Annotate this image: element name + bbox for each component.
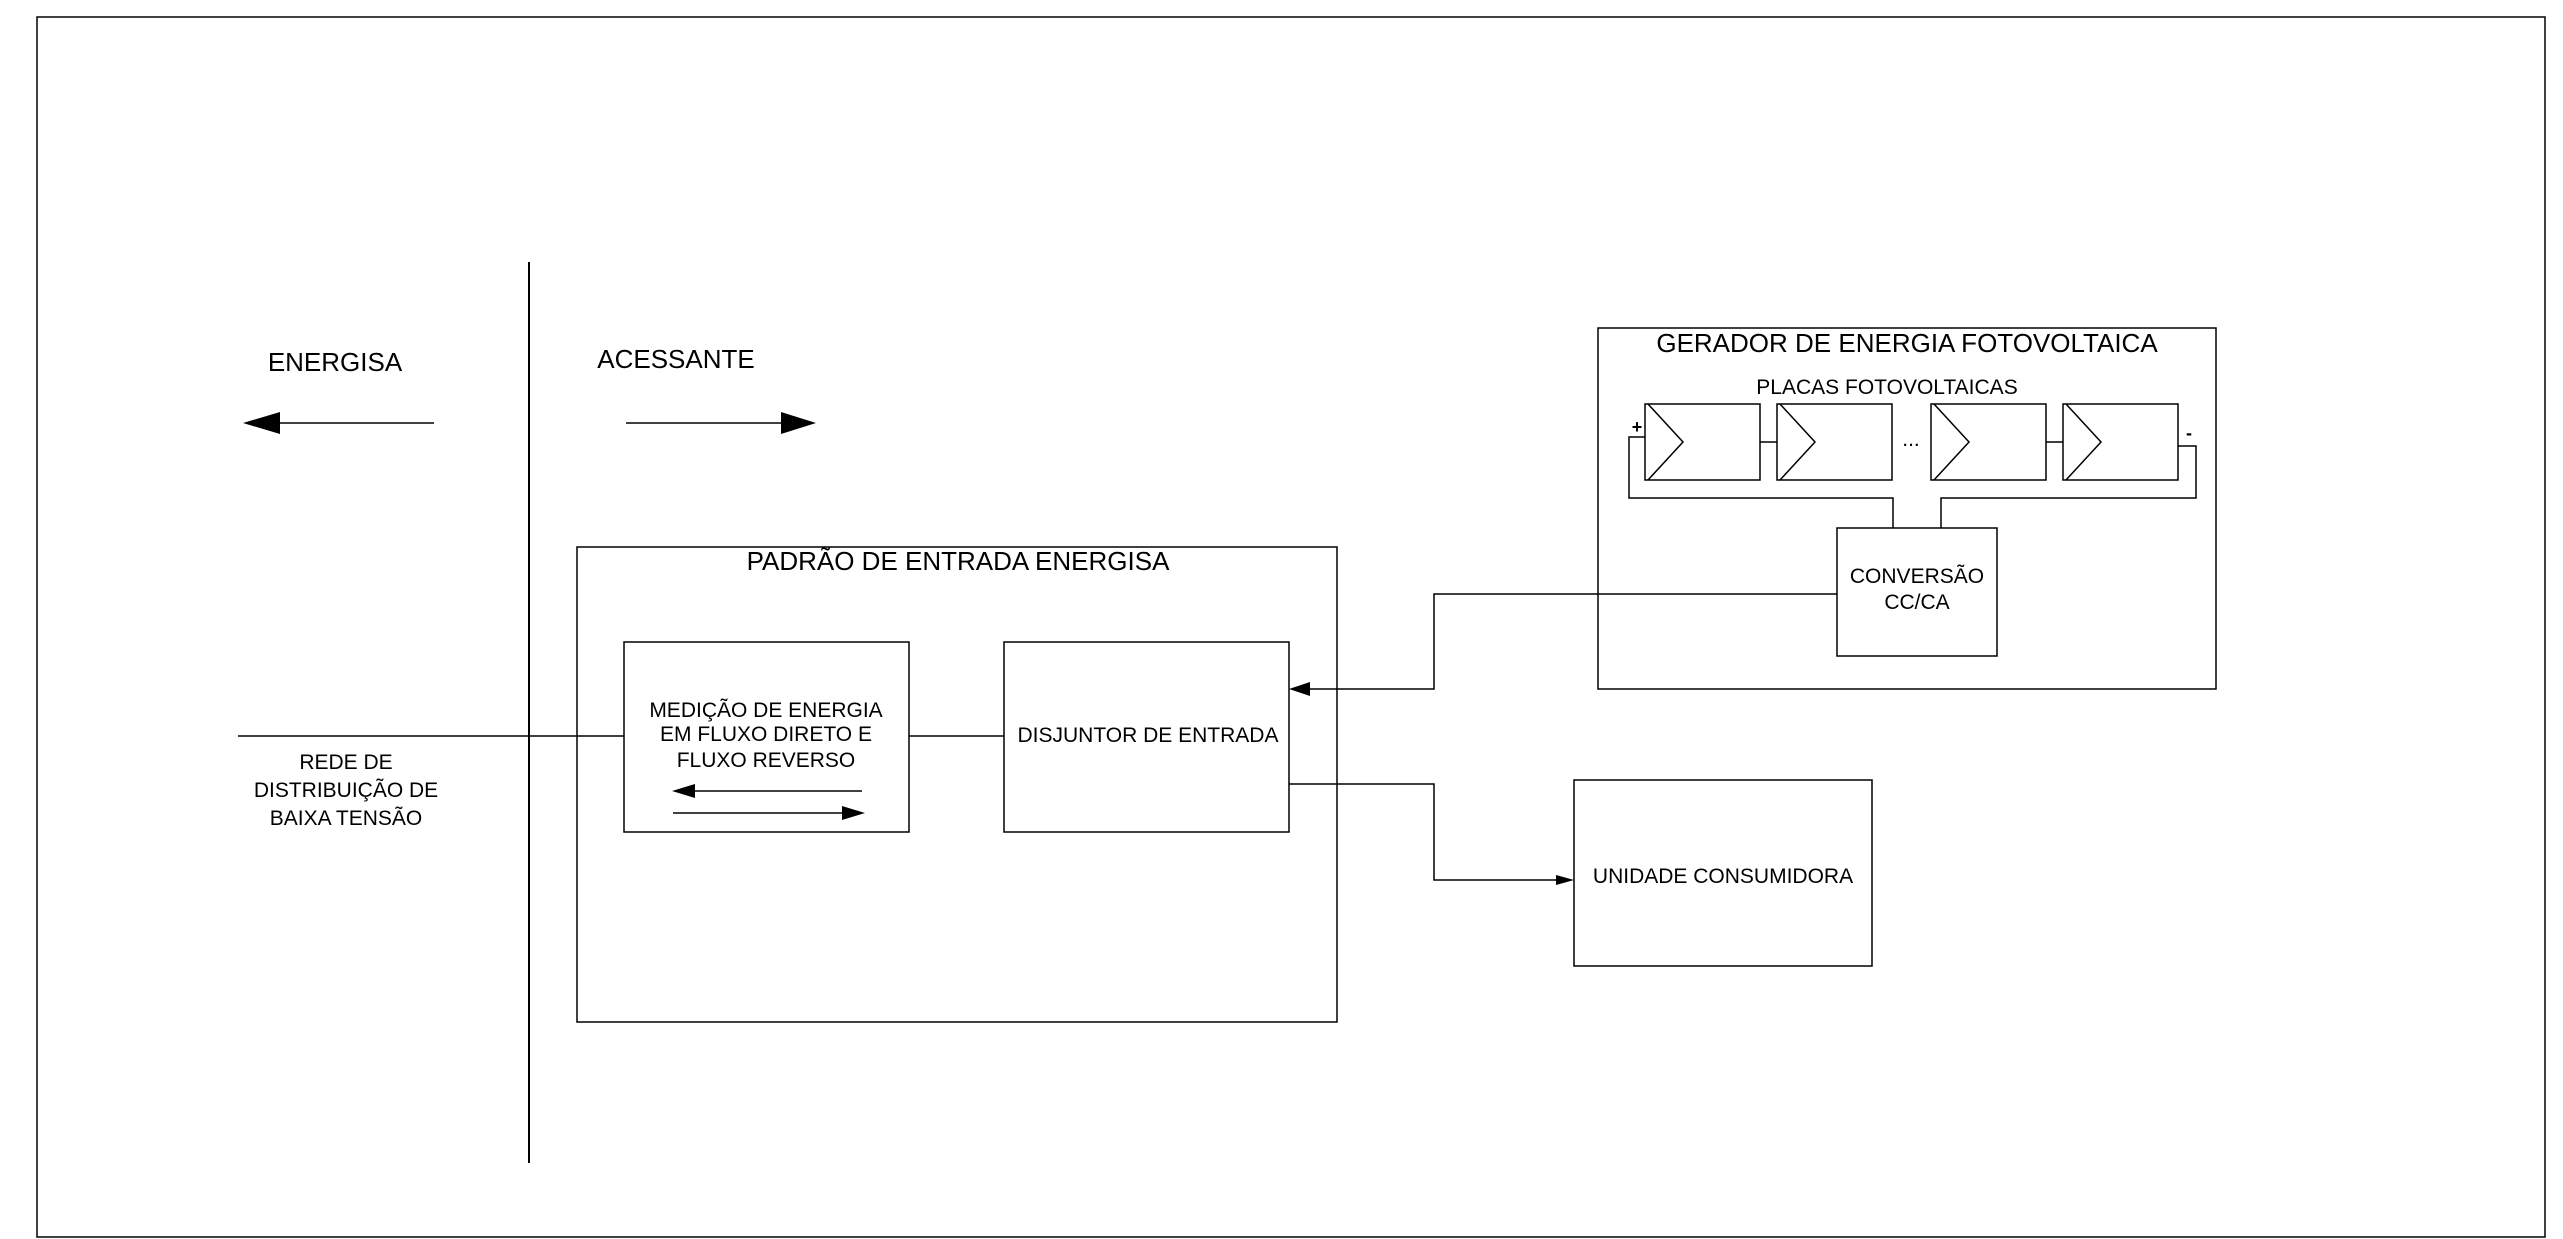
conversao-label-2: CC/CA [1884, 591, 1949, 614]
solar-panel [1930, 403, 2047, 481]
string-wire-positive [1628, 436, 1894, 528]
direct-flow-arrow-icon [673, 806, 865, 820]
medicao-label-3: FLUXO REVERSO [677, 749, 856, 772]
solar-panel [1776, 403, 1893, 481]
medicao-label-1: MEDIÇÃO DE ENERGIA [649, 698, 882, 722]
gerador-box [1597, 327, 2217, 690]
medicao-label-2: EM FLUXO DIRETO E [660, 723, 872, 746]
solar-panel [1644, 403, 1761, 481]
arrow-right-icon [626, 412, 816, 434]
rede-label-2: DISTRIBUIÇÃO DE [254, 778, 438, 802]
placas-label: PLACAS FOTOVOLTAICAS [1756, 376, 2017, 399]
medicao-box [623, 641, 910, 833]
string-wire-negative [1940, 445, 2197, 528]
disjuntor-box [1003, 641, 1290, 833]
reverse-flow-arrow-icon [672, 784, 862, 798]
arrow-left-icon [243, 412, 434, 434]
unidade-label: UNIDADE CONSUMIDORA [1593, 865, 1853, 888]
conversao-box [1836, 527, 1998, 657]
gerador-to-disjuntor-arrow-icon [1289, 593, 1837, 696]
disjuntor-label: DISJUNTOR DE ENTRADA [1018, 724, 1279, 747]
panel-ellipsis: ... [1902, 428, 1920, 451]
label-energisa: ENERGISA [268, 347, 403, 377]
conversao-label-1: CONVERSÃO [1850, 564, 1984, 588]
padrao-entrada-title: PADRÃO DE ENTRADA ENERGISA [747, 546, 1170, 576]
unidade-box [1573, 779, 1873, 967]
minus-terminal: - [2186, 423, 2192, 443]
label-acessante: ACESSANTE [597, 344, 755, 374]
padrao-entrada-box [576, 546, 1338, 1023]
rede-label-1: REDE DE [299, 751, 392, 774]
gerador-title: GERADOR DE ENERGIA FOTOVOLTAICA [1656, 328, 2158, 358]
disjuntor-to-unidade-arrow-icon [1289, 783, 1574, 885]
outer-frame [36, 16, 2546, 1238]
plus-terminal: + [1632, 417, 1643, 437]
rede-label-3: BAIXA TENSÃO [270, 806, 423, 830]
solar-panel [2062, 403, 2179, 481]
